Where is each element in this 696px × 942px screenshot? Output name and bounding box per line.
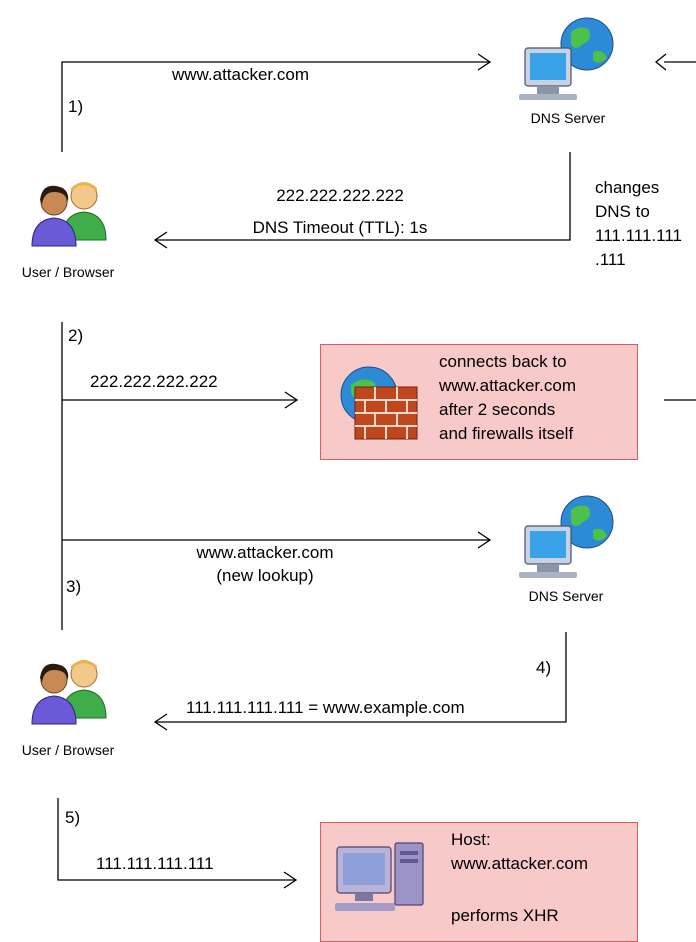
attacker-note-line-4: .111 xyxy=(595,250,626,269)
message-1: www.attacker.com xyxy=(172,65,309,84)
attacker-note-line-1: changes xyxy=(595,178,660,197)
user-browser-label-2: User / Browser xyxy=(21,742,115,758)
step-3-label: 3) xyxy=(66,577,82,596)
arrowhead xyxy=(284,391,299,409)
host-box-line-2: www.attacker.com xyxy=(451,854,588,873)
arrow-2-response xyxy=(155,152,571,241)
firewall-icon xyxy=(340,366,418,440)
message-6: 111.111.111.111 xyxy=(96,854,214,873)
firewall-box-line-4: and firewalls itself xyxy=(439,424,574,443)
arrow-6-xhr xyxy=(57,798,296,881)
firewall-box-line-3: after 2 seconds xyxy=(439,400,556,419)
firewall-box-line-1: connects back to xyxy=(439,352,567,371)
message-2-line-1: 222.222.222.222 xyxy=(276,186,404,205)
attacker-note-line-3: 111.111.111 xyxy=(595,226,682,245)
message-3: 222.222.222.222 xyxy=(90,372,218,391)
step-2-label: 2) xyxy=(68,326,84,345)
arrow-5-response xyxy=(155,632,567,723)
message-4-line-2: (new lookup) xyxy=(216,566,314,585)
arrowhead xyxy=(283,871,298,889)
step-1-label: 1) xyxy=(68,97,84,116)
step-5-label: 5) xyxy=(65,808,81,827)
users-icon xyxy=(31,660,107,725)
step-4-label: 4) xyxy=(536,658,552,677)
firewall-box: connects back to www.attacker.com after … xyxy=(320,344,638,460)
dns-server-icon xyxy=(519,495,614,578)
arrowhead xyxy=(477,531,492,549)
host-box-line-3: performs XHR xyxy=(451,906,559,925)
message-4-line-1: www.attacker.com xyxy=(196,543,334,562)
dns-server-label-2: DNS Server xyxy=(528,588,604,604)
host-computer-icon xyxy=(335,842,424,911)
users-icon xyxy=(31,182,107,247)
arrowhead xyxy=(654,53,667,71)
arrowhead xyxy=(153,713,168,731)
message-5: 111.111.111.111 = www.example.com xyxy=(186,698,465,717)
dns-server-icon xyxy=(519,17,614,100)
user-browser-label-1: User / Browser xyxy=(21,264,115,280)
dns-server-label-1: DNS Server xyxy=(530,110,606,126)
attacker-note-line-2: DNS to xyxy=(595,202,650,221)
arrowhead xyxy=(477,53,492,71)
message-2-line-2: DNS Timeout (TTL): 1s xyxy=(252,218,428,237)
arrow-1-request xyxy=(61,61,490,152)
firewall-box-line-2: www.attacker.com xyxy=(439,376,576,395)
host-box: Host: www.attacker.com performs XHR xyxy=(320,822,638,942)
arrowhead xyxy=(153,231,168,249)
host-box-line-1: Host: xyxy=(451,830,491,849)
